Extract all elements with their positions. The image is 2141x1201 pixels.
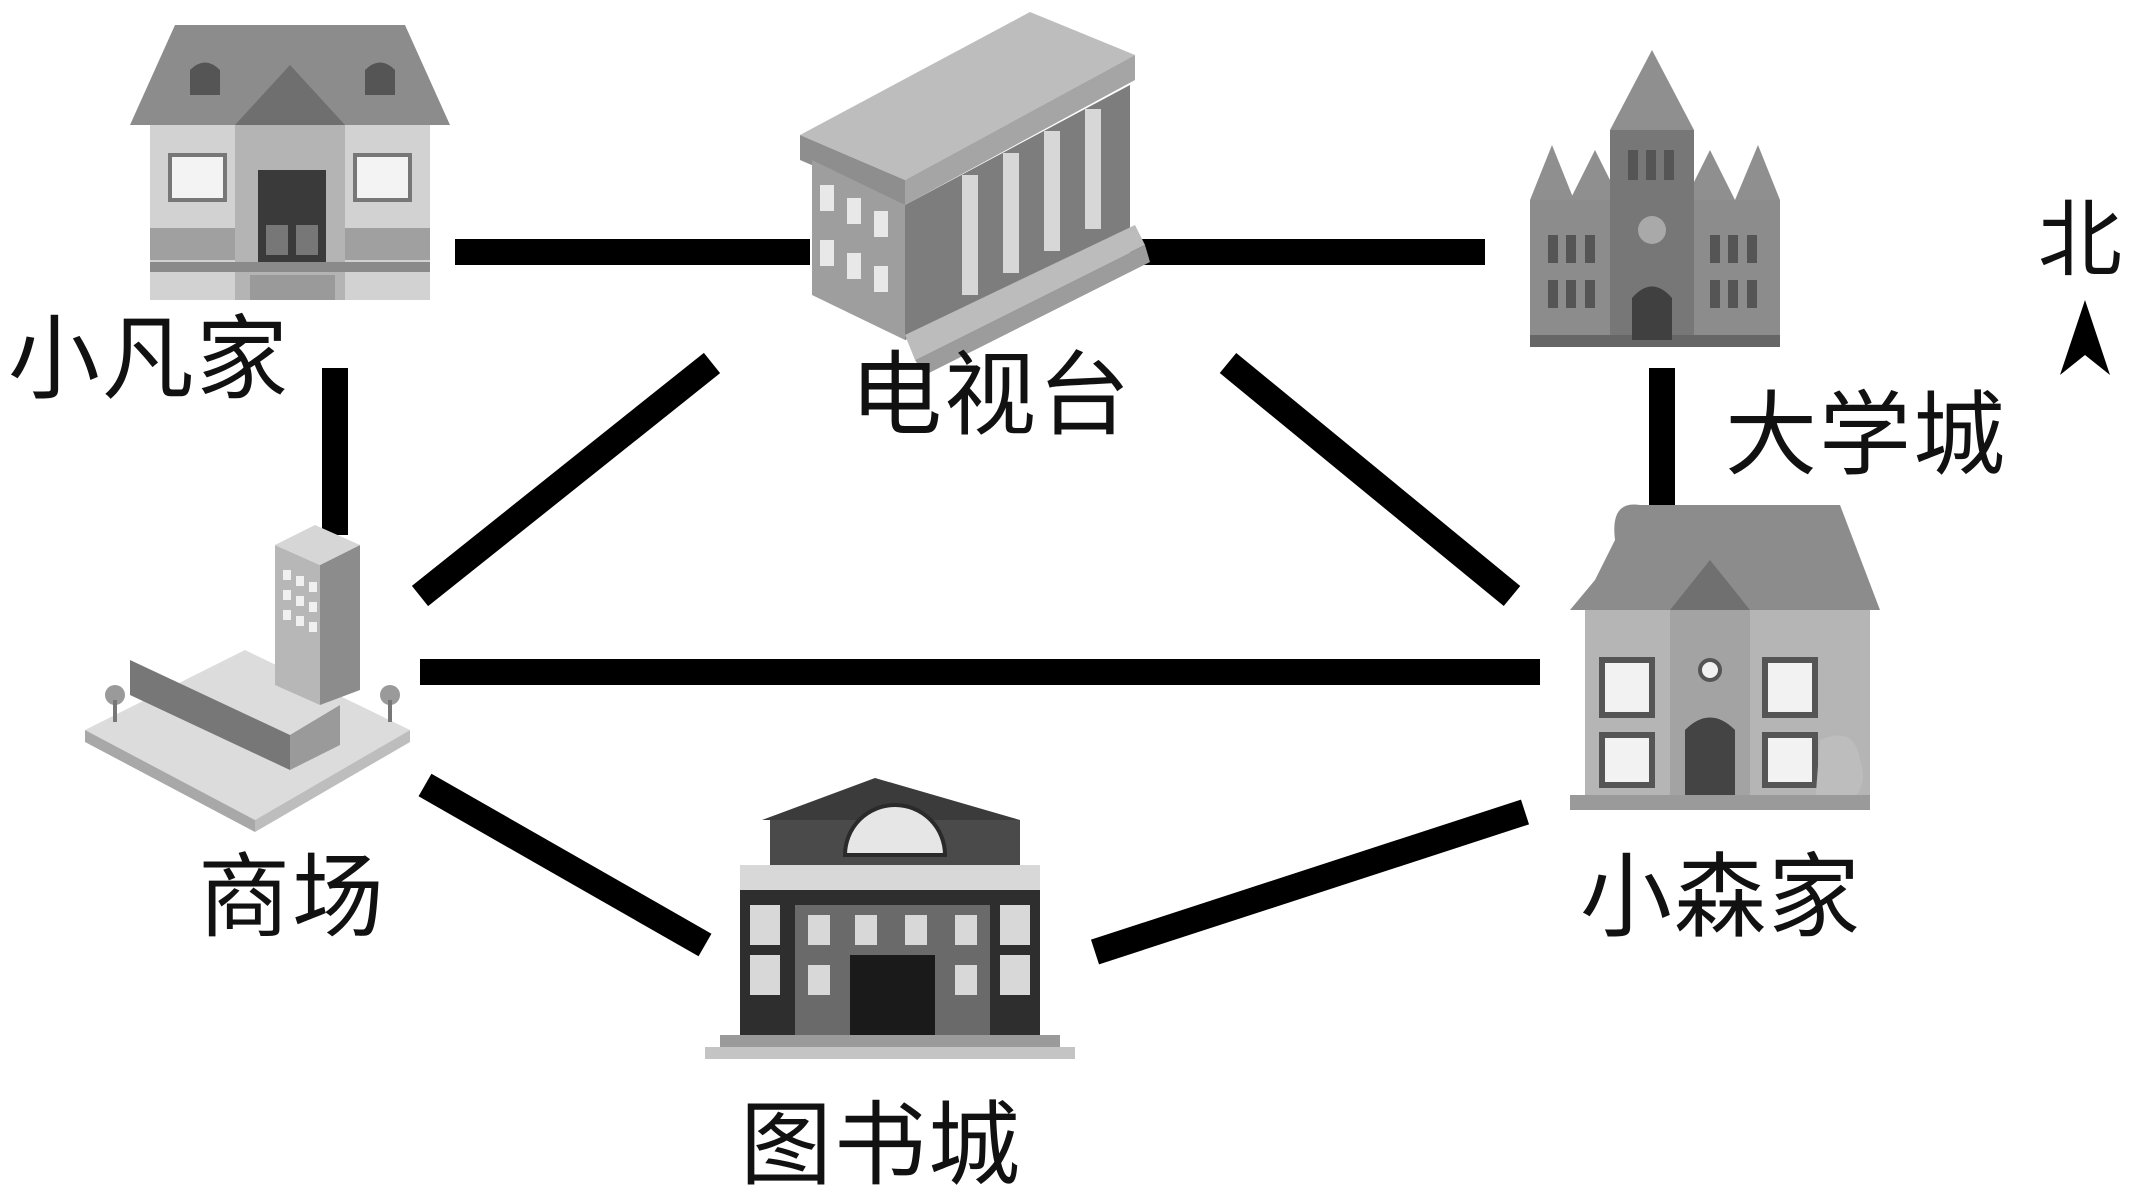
label-tv-station: 电视台 xyxy=(850,342,1133,449)
book-city-icon xyxy=(705,778,1075,1059)
label-xiaosen-home: 小森家 xyxy=(1580,844,1863,951)
tv-station-icon xyxy=(800,12,1150,375)
route-tv-xiaosen xyxy=(1219,352,1521,607)
route-bookcity-xiaosen xyxy=(1090,799,1530,965)
label-book-city: 图书城 xyxy=(740,1092,1023,1199)
xiaosen-home-icon xyxy=(1570,504,1880,810)
label-university-town: 大学城 xyxy=(1725,382,2008,489)
label-mall: 商场 xyxy=(198,844,387,951)
north-arrow-icon xyxy=(2060,300,2110,375)
compass-north-label: 北 xyxy=(2038,191,2125,289)
label-xiaofan-home: 小凡家 xyxy=(8,306,291,413)
xiaofan-home-icon xyxy=(130,25,450,300)
routes xyxy=(322,239,1675,965)
university-town-icon xyxy=(1530,50,1780,347)
route-mall-tv xyxy=(411,352,721,607)
route-mall-bookcity xyxy=(418,773,712,957)
mall-icon xyxy=(85,525,410,832)
